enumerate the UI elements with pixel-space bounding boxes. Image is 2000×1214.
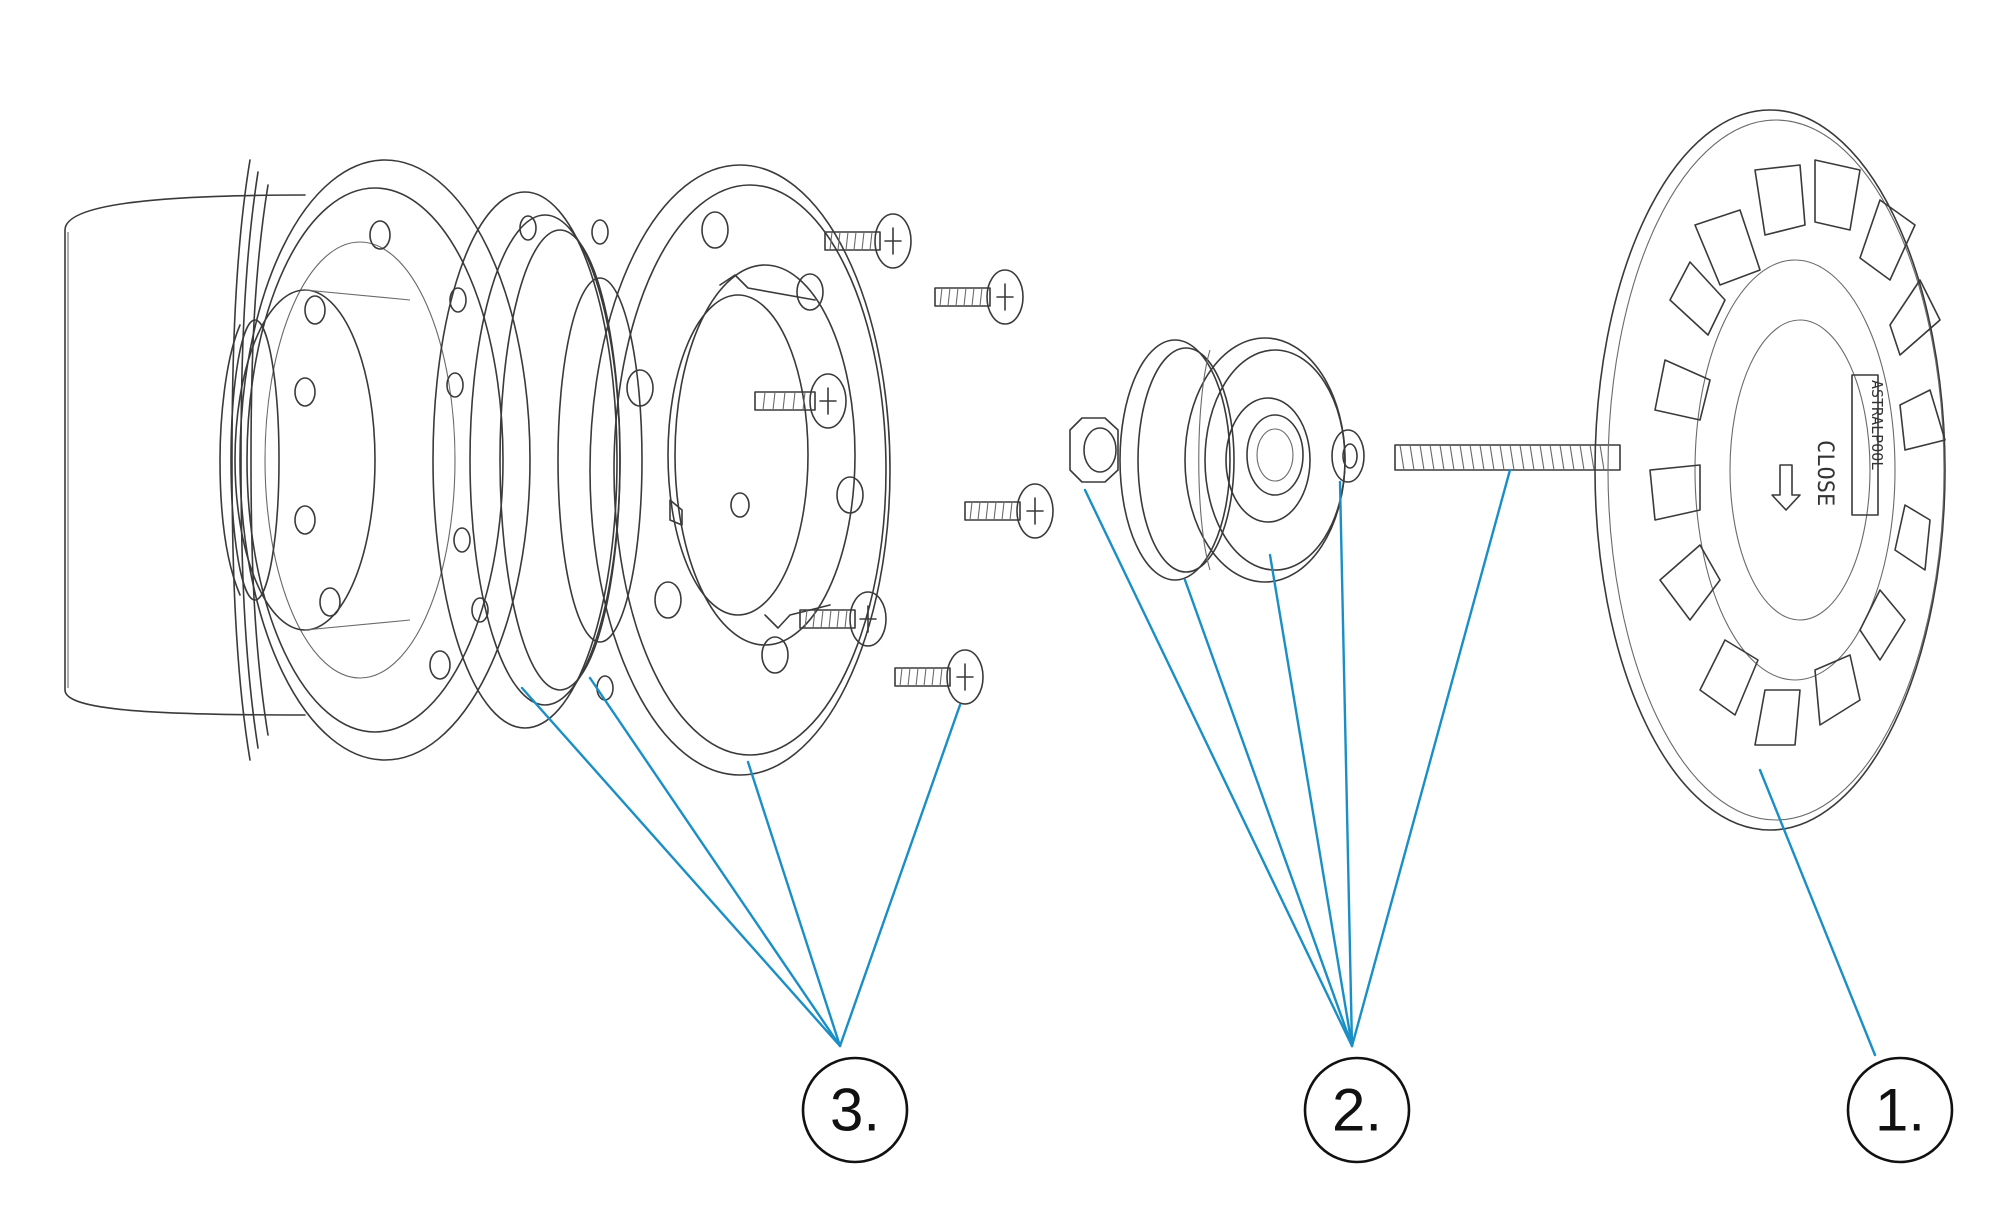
callout-3: 3. (801, 1056, 909, 1164)
callout-2: 2. (1303, 1056, 1411, 1164)
mounting-flange (219, 159, 531, 761)
callout-1: 1. (1846, 1056, 1954, 1164)
leader-lines (520, 468, 1877, 1057)
gasket-bolt-holes (446, 215, 614, 701)
leader-3b (588, 676, 842, 1048)
cover-plate: ASTRALPOOL CLOSE (1594, 109, 1946, 831)
threaded-bolt (1394, 444, 1621, 471)
leader-2b (1183, 578, 1354, 1048)
callout-2-label: 2. (1332, 1077, 1382, 1144)
leader-2d (1338, 480, 1354, 1048)
hex-nut (1069, 417, 1119, 483)
leader-1 (1758, 768, 1877, 1057)
cover-vent-slots (1649, 159, 1946, 746)
screw-2 (934, 269, 1024, 325)
screw-5 (799, 591, 887, 647)
gasket-ring (432, 191, 643, 729)
pipe-body (64, 194, 306, 716)
screw-1 (824, 213, 912, 269)
callout-3-label: 3. (830, 1077, 880, 1144)
screw-3 (754, 373, 847, 429)
leader-2c (1268, 553, 1354, 1048)
close-arrow-icon (1771, 464, 1801, 511)
callout-1-label: 1. (1875, 1077, 1925, 1144)
spacer-disc (1119, 337, 1346, 583)
clamp-bolt-holes (626, 211, 864, 674)
leader-2a (1083, 488, 1354, 1048)
cover-markings: ASTRALPOOL CLOSE (1771, 374, 1886, 516)
close-label: CLOSE (1812, 440, 1837, 506)
clamp-ring (589, 164, 891, 776)
leader-2e (1350, 468, 1512, 1048)
screws (754, 213, 1054, 705)
screw-4 (964, 483, 1054, 539)
leader-3c (746, 760, 842, 1048)
washer (1331, 429, 1365, 483)
astralpool-label: ASTRALPOOL (1868, 380, 1886, 470)
leader-3d (838, 703, 962, 1048)
flange-bolt-holes (294, 220, 451, 680)
screw-6 (894, 649, 984, 705)
leader-3a (520, 686, 842, 1048)
